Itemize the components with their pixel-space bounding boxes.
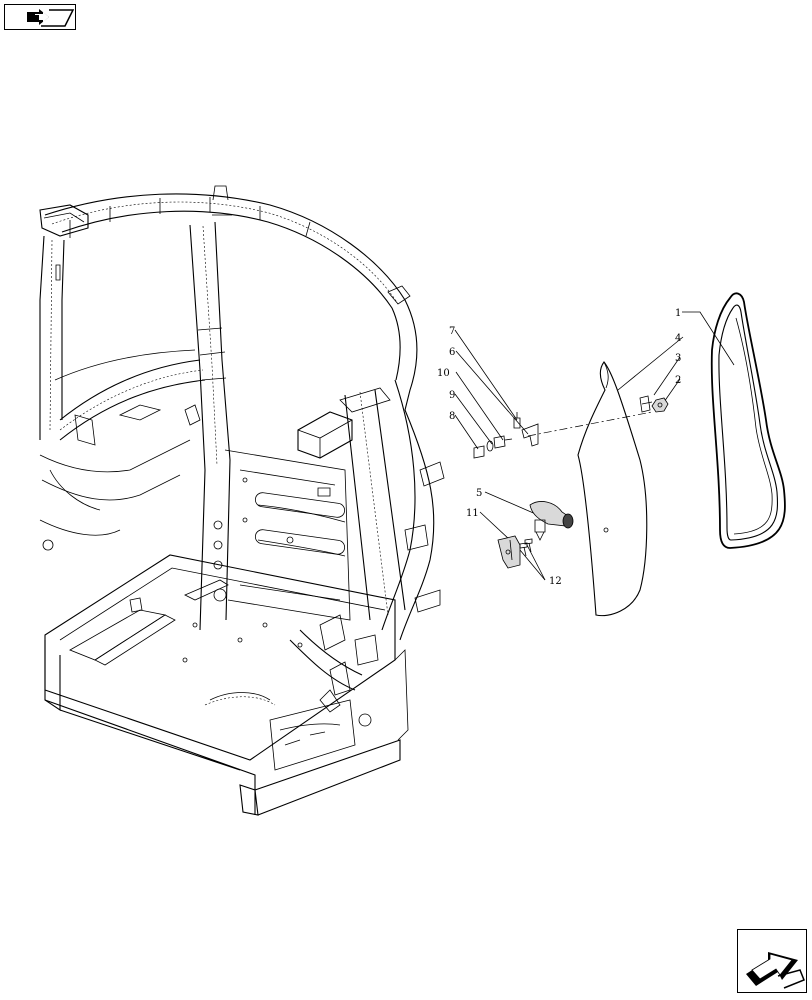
arrow-right-icon: [746, 952, 805, 989]
part-9-washer: [486, 440, 494, 452]
next-page-button[interactable]: [737, 929, 807, 993]
part-3-clip: [639, 395, 653, 413]
callout-7: 7: [449, 326, 455, 337]
part-10-screw: [493, 435, 513, 449]
part-8-spacer: [473, 445, 485, 459]
callout-12: 12: [549, 576, 562, 587]
part-6-bracket: [521, 423, 539, 447]
leader-lines: [454, 311, 735, 581]
callout-1: 1: [675, 308, 681, 319]
part-5-handle-lock: [529, 501, 574, 541]
callout-10: 10: [437, 368, 450, 379]
arrow-left-icon: [27, 9, 75, 27]
cab-frame: [39, 185, 445, 816]
part-11-latch-plate: [497, 535, 521, 569]
part-7-pin: [513, 412, 521, 429]
callout-3: 3: [675, 353, 681, 364]
part-2-nut: [651, 397, 669, 413]
part-1-seal: [710, 292, 786, 549]
callout-labels: 7 6 10 9 8 5 11 12 1 4 3 2: [437, 308, 681, 587]
callout-8: 8: [449, 411, 455, 422]
callout-4: 4: [675, 333, 681, 344]
callout-6: 6: [449, 347, 455, 358]
part-12-screws: [519, 538, 533, 557]
callout-9: 9: [449, 390, 455, 401]
callout-2: 2: [675, 375, 681, 386]
callout-5: 5: [476, 488, 482, 499]
part-4-glass-panel: [577, 361, 648, 617]
callout-11: 11: [466, 508, 479, 519]
previous-page-button[interactable]: [4, 4, 76, 30]
